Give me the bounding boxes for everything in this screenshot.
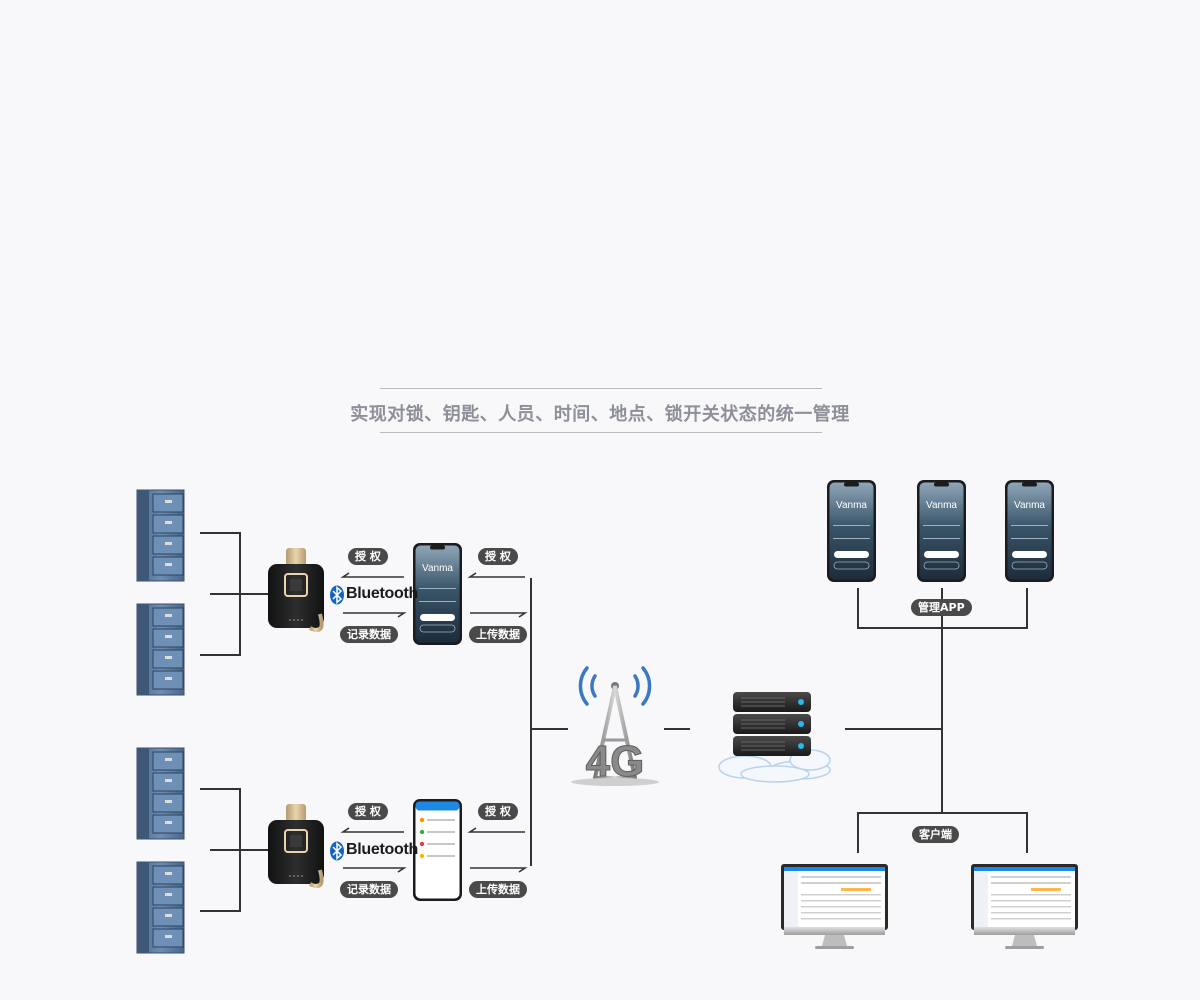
file-cabinet <box>136 747 185 840</box>
title-divider-top <box>380 388 822 389</box>
upload-data-label: 上传数据 <box>469 626 527 643</box>
connector-lines <box>200 532 1028 912</box>
bluetooth-label: Bluetooth <box>346 841 418 858</box>
file-cabinet <box>136 489 185 582</box>
file-cabinet <box>136 861 185 954</box>
client-monitor <box>781 864 888 949</box>
authorize-label: 授 权 <box>348 803 388 820</box>
title-divider-bottom <box>380 432 822 433</box>
smartphone-login-screen: Vanma <box>413 543 462 645</box>
app-brand: Vanma <box>1014 500 1045 511</box>
app-brand: Vanma <box>926 500 957 511</box>
management-phone: Vanma <box>827 480 876 582</box>
cloud-server-icon <box>718 692 831 783</box>
record-data-label: 记录数据 <box>340 881 398 898</box>
app-brand: Vanma <box>836 500 867 511</box>
upload-data-label: 上传数据 <box>469 881 527 898</box>
authorize-label: 授 权 <box>478 548 518 565</box>
management-phone: Vanma <box>1005 480 1054 582</box>
management-app-label: 管理APP <box>911 599 972 616</box>
4g-tower-icon: 4G <box>571 666 659 787</box>
management-phone: Vanma <box>917 480 966 582</box>
smart-lock-icon <box>268 548 324 633</box>
arrows <box>340 572 528 873</box>
bluetooth-icon <box>330 585 344 605</box>
client-monitor <box>971 864 1078 949</box>
smart-lock-icon <box>268 804 324 889</box>
title-block: 实现对锁、钥匙、人员、时间、地点、锁开关状态的统一管理 <box>330 388 870 434</box>
file-cabinet <box>136 603 185 696</box>
app-brand: Vanma <box>422 563 453 574</box>
bluetooth-label: Bluetooth <box>346 585 418 602</box>
smartphone-list-screen <box>413 799 462 901</box>
record-data-label: 记录数据 <box>340 626 398 643</box>
authorize-label: 授 权 <box>478 803 518 820</box>
4g-badge-text: 4G <box>586 737 645 786</box>
client-label: 客户端 <box>912 826 959 843</box>
authorize-label: 授 权 <box>348 548 388 565</box>
page-title: 实现对锁、钥匙、人员、时间、地点、锁开关状态的统一管理 <box>350 404 850 425</box>
bluetooth-icon <box>330 841 344 861</box>
